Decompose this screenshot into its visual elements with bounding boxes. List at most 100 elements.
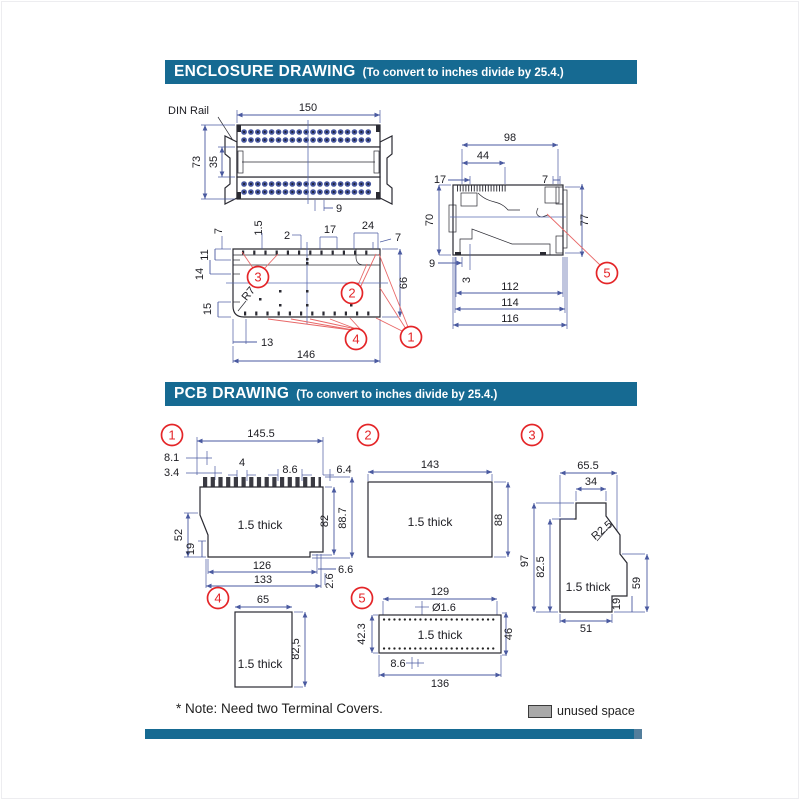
dim-88: 88 [493,514,505,526]
dim-14: 14 [194,268,206,280]
bottom-divider-bar-cap [634,729,642,739]
dim-3: 3 [461,277,473,283]
dim-65: 65 [257,594,269,606]
dim-136: 136 [431,678,449,690]
pcb4-number: 4 [214,591,221,606]
dim-66: 66 [398,277,410,289]
enclosure-top-view: DIN Rail [168,102,393,215]
enclosure-side-view: 98 44 17 7 70 77 [424,132,619,329]
enclosure-drawing-header: ENCLOSURE DRAWING (To convert to inches … [165,60,637,84]
dim-73: 73 [191,156,203,168]
pcb-drawing-figure: 1 145.5 8.1 3.4 4 8.6 6.4 [160,423,650,690]
dim-2point6: 2.6 [324,573,336,588]
dim-7-bottom-right: 7 [395,232,401,244]
dim-4: 4 [239,457,245,469]
side-view-body [448,184,568,256]
dim-146: 146 [297,349,315,361]
enclosure-header-title: ENCLOSURE DRAWING [174,63,356,80]
pcb5-thickness: 1.5 thick [418,628,464,642]
bottom-divider-bar [145,729,642,739]
dim-15: 15 [202,303,214,315]
dim-98: 98 [504,132,516,144]
pcb5-number: 5 [358,591,365,606]
unused-space-swatch [528,704,552,718]
dim-6point4: 6.4 [336,464,351,476]
dim-6point6: 6.6 [338,564,353,576]
dim-11: 11 [199,249,211,260]
dim-65point5: 65.5 [577,460,598,472]
callout-5-badge: 5 [546,213,619,285]
enclosure-bottom-view: 7 1.5 2 17 24 7 11 [194,220,423,364]
callout-2-badge: 2 [340,281,364,305]
dim-52: 52 [173,529,185,541]
unused-space-legend: unused space [528,704,635,718]
terminal-block-body [236,120,381,204]
dim-114: 114 [501,297,519,309]
dim-145point5: 145.5 [247,428,275,440]
dim-19-p1: 19 [185,543,197,555]
pcb2-thickness: 1.5 thick [408,515,454,529]
dim-7-bottom-left: 7 [213,228,225,234]
pcb-drawing-header: PCB DRAWING (To convert to inches divide… [165,382,637,406]
dim-hole-diameter: Ø1.6 [432,602,456,614]
side-view-dimensions: 98 44 17 7 70 77 [424,132,591,329]
dim-133: 133 [254,574,272,586]
dim-59: 59 [631,577,643,589]
dim-19-p3: 19 [611,598,623,610]
callout-5-number: 5 [603,266,610,281]
pcb2-number: 2 [364,428,371,443]
dim-9: 9 [336,203,342,215]
pcb-part-2: 2 143 1.5 thick 88 [356,423,511,558]
dim-129: 129 [431,586,449,598]
dim-82: 82 [319,515,331,527]
pcb-part-5: 5 129 Ø1.6 1.5 thick 42.3 46 8.6 [350,586,515,690]
din-rail-label: DIN Rail [168,105,209,117]
pcb4-thickness: 1.5 thick [238,657,284,671]
dim-150: 150 [299,102,317,114]
dim-13: 13 [261,337,273,349]
enclosure-header-subtitle: (To convert to inches divide by 25.4.) [362,67,564,79]
dim-8point6-p5: 8.6 [390,658,405,670]
dim-7-side: 7 [542,174,548,186]
dim-3point4: 3.4 [164,467,179,479]
callout-1-number: 1 [407,330,414,345]
dim-34: 34 [585,476,597,488]
pcb3-thickness: 1.5 thick [566,580,612,594]
pcb-part-1: 1 145.5 8.1 3.4 4 8.6 6.4 [160,423,355,589]
dim-143: 143 [421,459,439,471]
callout-1-badge: 1 [399,325,423,349]
callout-3-number: 3 [254,270,261,285]
dim-24: 24 [362,220,374,232]
pcb-part-3: 3 65.5 34 R2.5 97 82.5 1.5 thick 59 [519,423,650,635]
dim-77: 77 [579,214,591,226]
dim-8point1: 8.1 [164,452,179,464]
dim-1point5: 1.5 [253,220,265,235]
dim-82point5-p4: 82,5 [290,638,302,659]
callout-4-number: 4 [352,332,359,347]
dim-116: 116 [501,313,519,325]
pcb1-number: 1 [168,428,175,443]
dim-97: 97 [519,555,531,567]
unused-space-label: unused space [557,704,635,718]
callout-4-badge: 4 [344,327,368,351]
callout-2-number: 2 [348,286,355,301]
dim-112: 112 [501,281,519,293]
pcb-part-4: 4 65 1.5 thick 82,5 [206,586,308,688]
pcb1-outline [199,477,324,558]
dim-17-bottom: 17 [324,224,336,236]
dim-35: 35 [208,156,220,168]
dim-2: 2 [284,230,290,242]
dim-46: 46 [503,628,515,640]
dim-82point5-p3: 82.5 [535,556,547,577]
dim-88point7: 88.7 [337,507,349,528]
pcb-header-subtitle: (To convert to inches divide by 25.4.) [296,389,498,401]
pcb-header-title: PCB DRAWING [174,385,290,402]
terminal-covers-note: * Note: Need two Terminal Covers. [176,701,383,716]
callout-3-badge: 3 [246,265,270,289]
dim-42point3: 42.3 [356,623,368,644]
pcb3-number: 3 [528,428,535,443]
enclosure-drawing-figure: DIN Rail [168,102,619,364]
dim-8point6-p1: 8.6 [282,464,297,476]
top-view-dimensions: 150 73 35 9 [191,102,381,215]
